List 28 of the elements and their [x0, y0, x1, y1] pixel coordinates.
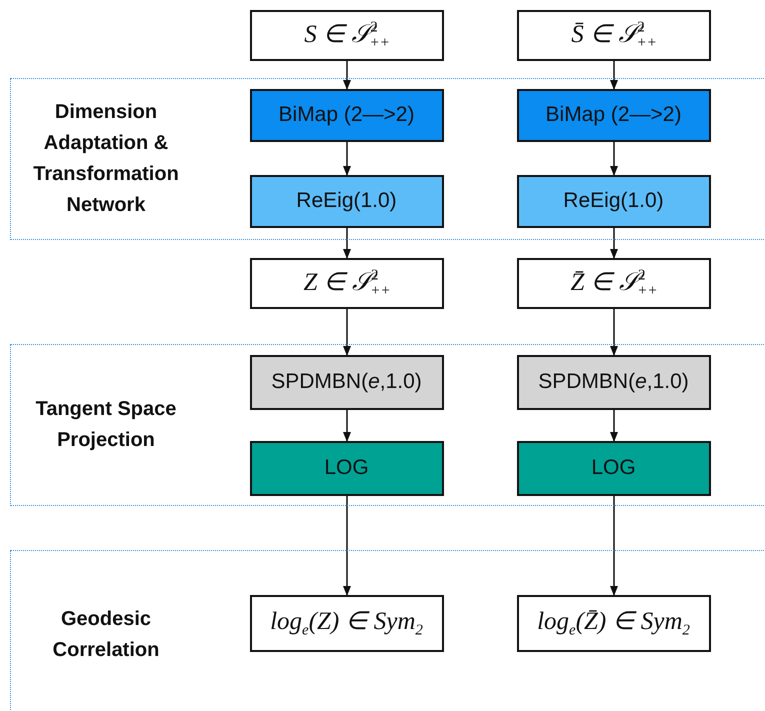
arrow	[343, 142, 351, 176]
arrow	[343, 61, 351, 90]
arrow	[610, 228, 618, 259]
math-box: log$_{e}$(Z̄) ∈ Sym$_{2}$	[516, 594, 710, 652]
layer-box: LOG	[516, 440, 710, 496]
arrow	[610, 496, 618, 596]
arrow	[610, 309, 618, 356]
arrow	[610, 61, 618, 90]
section-label: Dimension Adaptation & Transformation Network	[32, 100, 180, 218]
section-label: Tangent Space Projection	[34, 397, 178, 453]
section-band	[10, 550, 764, 711]
arrow	[343, 309, 351, 356]
layer-box: SPDMBN(e,1.0)	[516, 354, 710, 410]
arrow	[343, 410, 351, 442]
layer-box: LOG	[250, 440, 444, 496]
layer-box: BiMap (2—>2)	[250, 88, 444, 142]
arrow	[343, 228, 351, 259]
layer-box: BiMap (2—>2)	[516, 88, 710, 142]
arrow	[343, 496, 351, 596]
arrow	[610, 410, 618, 442]
arrow	[610, 142, 618, 176]
section-band	[10, 344, 764, 506]
section-band	[10, 78, 764, 240]
section-label: Geodesic Correlation	[52, 607, 160, 663]
layer-box: ReEig(1.0)	[250, 174, 444, 228]
math-box: log$_{e}$(Z) ∈ Sym$_{2}$	[250, 594, 444, 652]
layer-box: SPDMBN(e,1.0)	[250, 354, 444, 410]
layer-box: ReEig(1.0)	[516, 174, 710, 228]
